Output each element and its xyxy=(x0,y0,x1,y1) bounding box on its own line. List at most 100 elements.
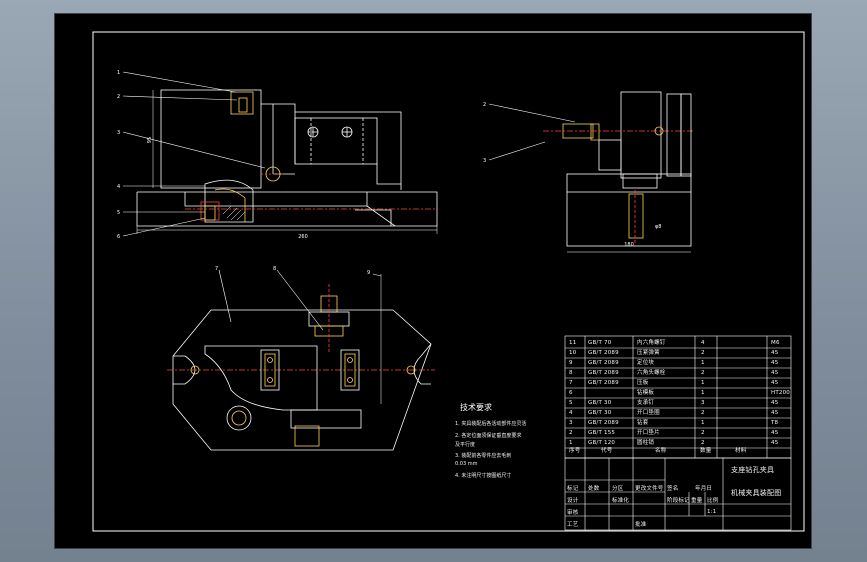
dim-side-width: 180 xyxy=(624,242,634,248)
dim-side-bore: φ8 xyxy=(655,224,661,230)
tb-scale-value: 1:1 xyxy=(707,509,717,515)
leader-label: 2 xyxy=(483,102,486,108)
tb-review: 审核 xyxy=(567,510,579,516)
leader-label: 4 xyxy=(117,184,120,190)
leader-label: 1 xyxy=(117,70,120,76)
drawing-title-1: 支座钻孔夹具 xyxy=(731,466,775,474)
tech-req-line: 0.03 mm xyxy=(455,461,478,467)
leader-label: 3 xyxy=(117,130,120,136)
tb-change-no: 更改文件号 xyxy=(635,486,664,492)
parts-cell-code: GB/T 2089 xyxy=(588,370,619,376)
parts-cell-name: 内六角螺钉 xyxy=(637,340,666,346)
top-view xyxy=(167,274,435,451)
side-view xyxy=(543,91,695,253)
parts-header-no: 序号 xyxy=(569,448,581,454)
parts-cell-code: GB/T 2089 xyxy=(588,360,619,366)
tb-standard: 标准化 xyxy=(612,498,630,504)
tb-date: 年月日 xyxy=(695,486,713,492)
parts-cell-no: 6 xyxy=(569,390,573,396)
tech-req-line: 1. 夹具装配后各活动部件应灵活 xyxy=(455,421,527,427)
parts-cell-qty: 2 xyxy=(701,440,705,446)
tb-stage: 阶段标记 xyxy=(667,498,690,504)
leader-label: 7 xyxy=(215,266,218,272)
parts-cell-mat: 45 xyxy=(771,380,779,386)
tb-scale-label: 比例 xyxy=(707,498,719,504)
parts-cell-name: 钻套 xyxy=(637,420,649,426)
front-leader-labels: 1 2 3 4 5 6 xyxy=(117,70,120,240)
parts-cell-qty: 3 xyxy=(701,400,705,406)
parts-cell-mat: T8 xyxy=(771,420,779,426)
parts-cell-mat: 45 xyxy=(771,430,779,436)
tb-weight: 重量 xyxy=(691,498,703,504)
parts-cell-mat: HT200 xyxy=(771,390,790,396)
parts-header-mat: 材料 xyxy=(735,448,747,454)
assembly-drawing: 260 95 1 2 3 4 5 6 180 φ8 xyxy=(92,31,805,532)
parts-cell-code: GB/T 30 xyxy=(588,410,612,416)
tech-req-line: 4. 未注明尺寸按图纸尺寸 xyxy=(455,473,512,479)
tb-zone: 分区 xyxy=(612,486,624,492)
parts-cell-code: GB/T 70 xyxy=(588,340,612,346)
leader-label: 9 xyxy=(367,270,370,276)
leader-label: 3 xyxy=(483,158,486,164)
parts-cell-qty: 1 xyxy=(701,390,705,396)
parts-cell-no: 9 xyxy=(569,360,573,366)
parts-cell-mat: 45 xyxy=(771,400,779,406)
parts-header-qty: 数量 xyxy=(700,448,712,454)
parts-cell-name: 开口垫片 xyxy=(637,430,660,436)
parts-cell-no: 7 xyxy=(569,380,573,386)
tech-req-line: 及平行度 xyxy=(455,442,476,448)
parts-header-name: 名称 xyxy=(655,448,667,454)
parts-cell-no: 11 xyxy=(569,340,577,346)
leader-label: 8 xyxy=(273,266,276,272)
parts-cell-qty: 1 xyxy=(701,420,705,426)
parts-cell-name: 压板 xyxy=(637,380,649,386)
parts-cell-name: 六角头螺栓 xyxy=(637,370,666,376)
front-leaders xyxy=(122,71,266,237)
parts-cell-name: 支承钉 xyxy=(637,400,655,406)
parts-cell-qty: 2 xyxy=(701,370,705,376)
parts-cell-qty: 1 xyxy=(701,360,705,366)
parts-cell-code: GB/T 2089 xyxy=(588,380,619,386)
parts-cell-mat: 45 xyxy=(771,410,779,416)
parts-cell-mat: 45 xyxy=(771,370,779,376)
side-leaders xyxy=(488,103,576,161)
parts-cell-no: 8 xyxy=(569,370,573,376)
tb-process: 工艺 xyxy=(567,522,579,528)
parts-cell-code: GB/T 30 xyxy=(588,400,612,406)
parts-cell-qty: 4 xyxy=(701,340,705,346)
tech-req-line: 2. 各定位面须保证垂直度要求 xyxy=(455,433,522,439)
parts-cell-code: GB/T 2089 xyxy=(588,420,619,426)
parts-cell-no: 10 xyxy=(569,350,577,356)
parts-cell-name: 定位块 xyxy=(637,360,655,366)
tb-count: 处数 xyxy=(588,486,600,492)
top-leaders xyxy=(218,269,382,331)
parts-cell-name: 开口垫圈 xyxy=(637,410,660,416)
parts-cell-code: GB/T 155 xyxy=(588,430,616,436)
front-view xyxy=(136,89,438,234)
parts-cell-qty: 1 xyxy=(701,380,705,386)
tb-mark: 标记 xyxy=(567,486,579,492)
top-leader-labels: 7 8 9 xyxy=(215,266,370,276)
tb-design: 设计 xyxy=(567,498,579,504)
parts-cell-qty: 2 xyxy=(701,430,705,436)
parts-cell-qty: 2 xyxy=(701,410,705,416)
parts-header-code: 代号 xyxy=(601,448,613,454)
dim-front-height: 95 xyxy=(147,137,153,143)
title-block-grid xyxy=(564,457,792,531)
parts-cell-mat: 45 xyxy=(771,350,779,356)
parts-cell-mat: M6 xyxy=(771,340,780,346)
parts-cell-no: 1 xyxy=(569,440,573,446)
parts-cell-mat: 45 xyxy=(771,360,779,366)
dim-front-width: 260 xyxy=(298,234,308,240)
parts-cell-mat: 45 xyxy=(771,440,779,446)
drawing-title-2: 机械夹具装配图 xyxy=(731,489,782,497)
parts-cell-code: GB/T 120 xyxy=(588,440,616,446)
tech-req-title: 技术要求 xyxy=(460,403,492,412)
sheet-border-outer xyxy=(92,31,805,532)
parts-cell-no: 4 xyxy=(569,410,573,416)
parts-cell-no: 2 xyxy=(569,430,573,436)
cad-viewport[interactable]: 260 95 1 2 3 4 5 6 180 φ8 xyxy=(55,14,811,548)
leader-label: 5 xyxy=(117,210,120,216)
parts-cell-name: 圆柱销 xyxy=(637,440,655,446)
tech-req-line: 3. 装配前各零件应去毛刺 xyxy=(455,453,512,459)
